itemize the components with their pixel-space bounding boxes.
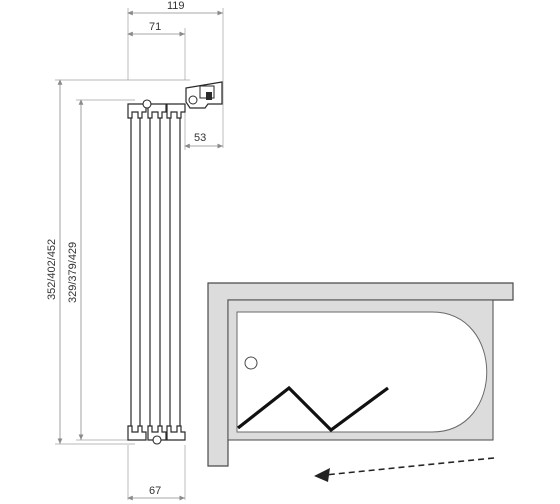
bathtub-basin [236,311,488,433]
dimension-bottom-width: 67 [127,445,186,501]
hinge-icon [152,435,162,445]
bottom-profile-3 [166,425,186,441]
dimension-height-inner: 329/379/429 [67,99,135,441]
dimension-side-offset: 53 [184,110,223,150]
dimension-height-outer: 352/402/452 [46,79,190,445]
bottom-profile-1 [127,425,147,441]
dimension-label-67: 67 [149,485,161,497]
dimension-top-inner: 71 [127,21,186,80]
top-profile-2 [147,103,167,119]
dimension-label-71: 71 [149,21,161,33]
bottom-profile-2 [147,425,167,441]
dimension-label-outer-height: 352/402/452 [46,239,58,300]
dimension-label-inner-height: 329/379/429 [67,242,79,303]
dimension-label-53: 53 [194,132,206,144]
dimension-label-119: 119 [167,0,185,12]
folding-screen-path [237,385,389,433]
wall-bracket-icon [185,81,223,109]
top-profile-3 [166,103,186,119]
bathtub-top-view [207,282,514,467]
dimension-top-total: 119 [127,0,224,148]
drain-circle-icon [244,356,258,370]
hinge-icon [142,99,152,109]
dashed-arrow-left-icon [314,457,495,482]
folded-panel-stack [127,99,186,445]
